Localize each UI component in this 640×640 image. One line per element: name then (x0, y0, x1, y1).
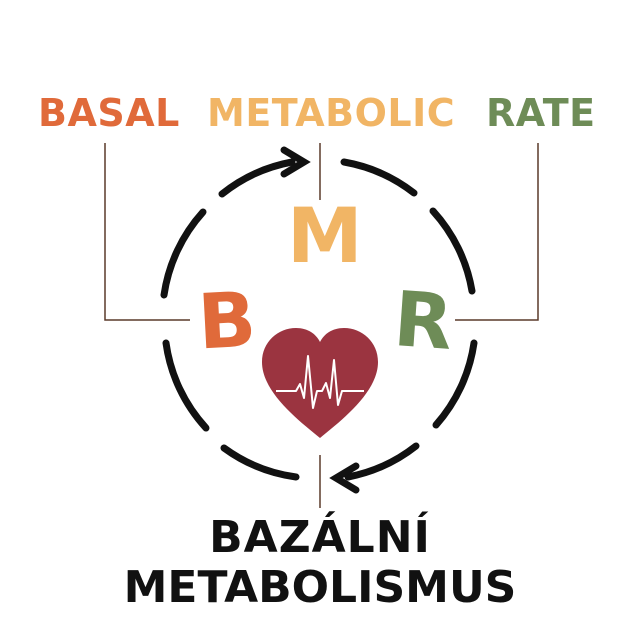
heart-with-heartbeat-icon (262, 328, 378, 438)
word-basal: BASAL (38, 91, 180, 135)
arrowhead-top-icon (280, 146, 311, 178)
connector-rate (455, 143, 539, 321)
letter-m: M (287, 191, 363, 280)
connector-lines (104, 143, 539, 508)
ring-arc-bottom-left (220, 444, 300, 481)
arrowhead-bottom-icon (329, 462, 360, 494)
ring-arc-top-right (340, 158, 418, 197)
heartbeat-line (276, 355, 364, 409)
circular-arrows-icon (160, 146, 478, 494)
connector-basal (104, 143, 190, 321)
word-metabolic: METABOLIC (207, 91, 456, 135)
ring-arc-right-upper (429, 207, 476, 295)
ring-arc-left-upper (160, 208, 207, 299)
ring-arc-left-lower (162, 339, 210, 432)
caption-line-2: METABOLISMUS (123, 562, 517, 613)
caption-line-1: BAZÁLNÍ (209, 512, 431, 563)
ring-arc-right-lower (432, 339, 478, 429)
letter-b: B (195, 274, 259, 367)
word-rate: RATE (486, 91, 596, 135)
ring-arc-top-left (218, 158, 296, 198)
heart-shape (262, 328, 378, 438)
letter-r: R (391, 274, 456, 367)
ring-arc-bottom-right (344, 442, 420, 481)
